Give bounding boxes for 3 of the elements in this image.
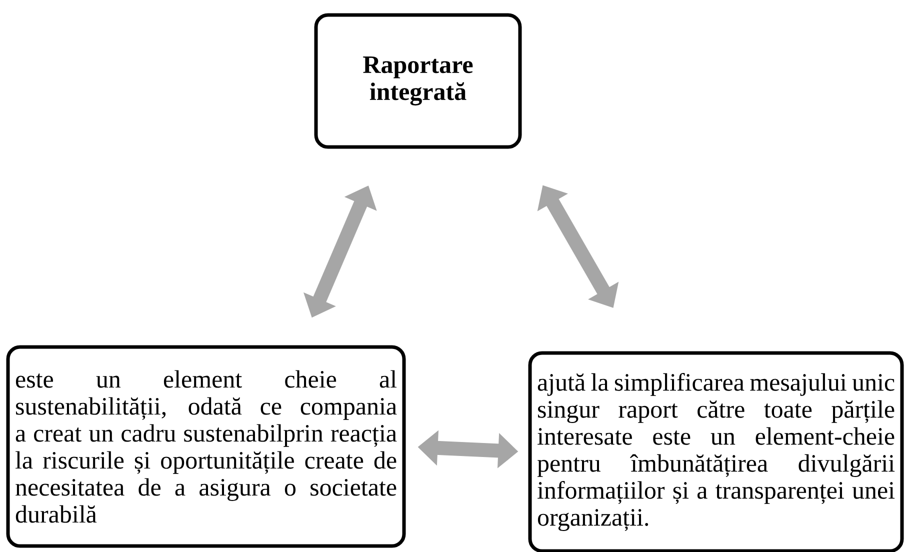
- text-box: Raportare integrată: [314, 13, 522, 149]
- text-box: este un element cheie al sustenabilității, odată ce compania a creat un cadru sustenabilprin reacția la riscurile și oportunitățile create de necesitatea de a asigura o societate durabilă: [6, 345, 406, 548]
- text-box: ajută la simplificarea mesajului unic singur raport către toate părțile interesate este un element-cheie pentru îmbunătățirea divulgării informațiilor și a transparenței unei organizații.: [528, 351, 904, 552]
